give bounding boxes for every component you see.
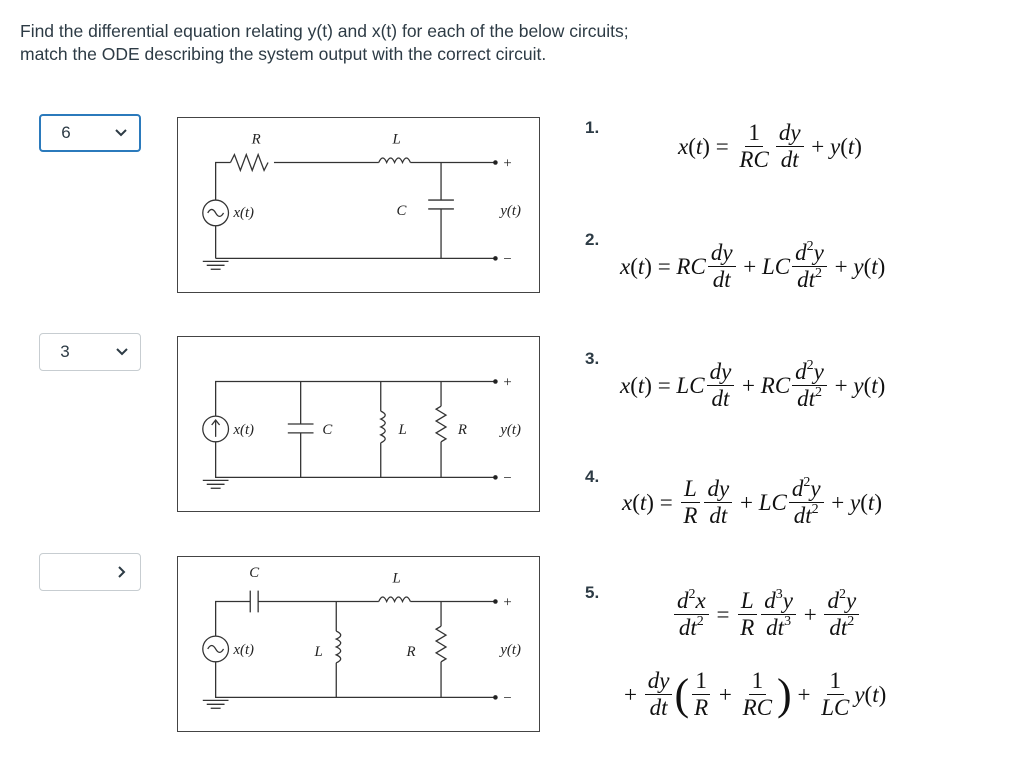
output-label: y(t) [498, 642, 521, 658]
select-value: 6 [61, 123, 71, 142]
answer-select-2[interactable]: 3 [39, 333, 141, 371]
resistor-label: R [457, 422, 467, 438]
answer-select-1[interactable]: 6 [39, 114, 141, 152]
inductor-label-series: L [391, 571, 400, 587]
resistor-label: R [251, 132, 261, 148]
source-label: x(t) [232, 422, 254, 438]
capacitor-label: C [322, 422, 333, 438]
question-line-2: match the ODE describing the system outp… [20, 44, 547, 64]
option-number-5: 5. [585, 583, 600, 602]
question-line-1: Find the differential equation relating … [20, 21, 629, 41]
minus-terminal: − [503, 251, 511, 267]
select-value [40, 554, 90, 590]
inductor-label-shunt: L [314, 644, 323, 660]
question-text: Find the differential equation relating … [20, 20, 629, 66]
capacitor-label: C [249, 565, 260, 581]
plus-terminal: + [503, 594, 511, 610]
minus-terminal: − [503, 690, 511, 706]
plus-terminal: + [503, 155, 511, 171]
option-number-1: 1. [585, 118, 600, 137]
output-label: y(t) [498, 422, 521, 438]
plus-terminal: + [503, 374, 511, 390]
option-number-4: 4. [585, 467, 600, 486]
option-number-3: 3. [585, 349, 600, 368]
circuit-diagram-1: R L C x(t) y(t) + − [177, 117, 540, 293]
source-label: x(t) [232, 642, 254, 658]
inductor-label: L [391, 132, 400, 148]
output-label: y(t) [498, 203, 521, 219]
source-label: x(t) [232, 205, 254, 221]
circuit-diagram-3: C L L R x(t) y(t) + − [177, 556, 540, 732]
circuit-diagram-2: C L R x(t) y(t) + − [177, 336, 540, 512]
resistor-label: R [405, 644, 415, 660]
answer-select-3[interactable] [39, 553, 141, 591]
capacitor-label: C [397, 203, 408, 219]
inductor-label: L [398, 422, 407, 438]
minus-terminal: − [503, 470, 511, 486]
option-number-2: 2. [585, 230, 600, 249]
chevron-right-icon [110, 554, 134, 590]
select-value: 3 [60, 342, 70, 361]
chevron-down-icon [109, 116, 133, 150]
chevron-down-icon [110, 334, 134, 370]
